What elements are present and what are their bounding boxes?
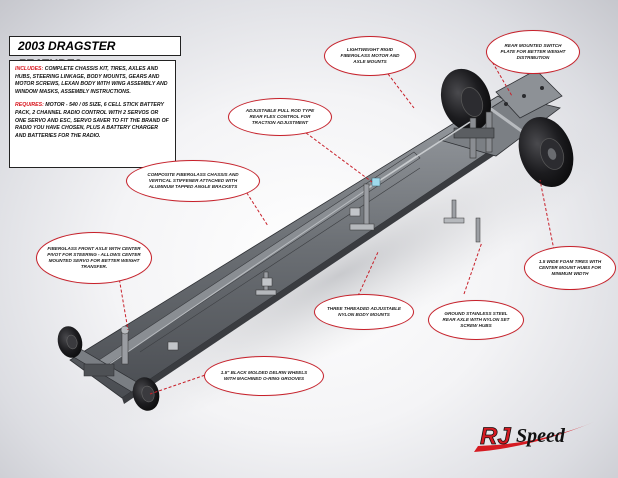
callout-body-mounts: THREE THREADED ADJUSTABLE NYLON BODY MOU… bbox=[314, 294, 414, 330]
requires-text: MOTOR - 540 / 05 SIZE, 6 CELL STICK BATT… bbox=[15, 102, 169, 139]
callout-motor-mounts: LIGHTWEIGHT RIGID FIBERGLASS MOTOR AND A… bbox=[324, 36, 416, 76]
rj-speed-logo: RJ Speed bbox=[474, 422, 594, 452]
angle-brackets bbox=[167, 207, 361, 351]
includes-label: INCLUDES: bbox=[15, 66, 44, 72]
pull-rod bbox=[367, 121, 471, 189]
spec-box: INCLUDES: COMPLETE CHASSIS KIT, TIRES, A… bbox=[9, 60, 176, 168]
callout-front-axle: FIBERGLASS FRONT AXLE WITH CENTER PIVOT … bbox=[36, 232, 152, 284]
callout-foam-tires: 1.5 WIDE FOAM TIRES WITH CENTER MOUNT HU… bbox=[524, 246, 616, 290]
callout-chassis: COMPOSITE FIBERGLASS CHASSIS AND VERTICA… bbox=[126, 160, 260, 202]
rear-tire-left bbox=[440, 68, 492, 132]
requires-paragraph: REQUIRES: MOTOR - 540 / 05 SIZE, 6 CELL … bbox=[15, 102, 170, 140]
logo-primary: RJ bbox=[480, 423, 511, 450]
floor-shadow bbox=[73, 121, 607, 429]
callout-pull-rod: ADJUSTABLE PULL ROD TYPE REAR FLEX CONTR… bbox=[228, 98, 332, 136]
callout-switch-plate: REAR MOUNTED SWITCH PLATE FOR BETTER WEI… bbox=[486, 30, 580, 74]
chassis-rail bbox=[69, 95, 538, 404]
page-title: 2003 DRAGSTER FEATURES bbox=[9, 36, 181, 71]
includes-text: COMPLETE CHASSIS KIT, TIRES, AXLES AND H… bbox=[15, 66, 168, 95]
callout-rear-axle: GROUND STAINLESS STEEL REAR AXLE WITH NY… bbox=[428, 300, 524, 340]
rear-tire-right bbox=[518, 117, 574, 187]
logo-secondary: Speed bbox=[516, 425, 566, 447]
motor-mount bbox=[453, 111, 495, 159]
includes-paragraph: INCLUDES: COMPLETE CHASSIS KIT, TIRES, A… bbox=[15, 66, 170, 96]
pull-rod-clip bbox=[371, 177, 381, 187]
callout-wheels: 1.5" BLACK MOLDED DELRIN WHEELS WITH MAC… bbox=[204, 356, 324, 396]
requires-label: REQUIRES: bbox=[15, 102, 44, 109]
front-wheel-left bbox=[57, 326, 83, 358]
front-axle bbox=[61, 325, 141, 393]
front-wheel-right bbox=[132, 377, 160, 411]
